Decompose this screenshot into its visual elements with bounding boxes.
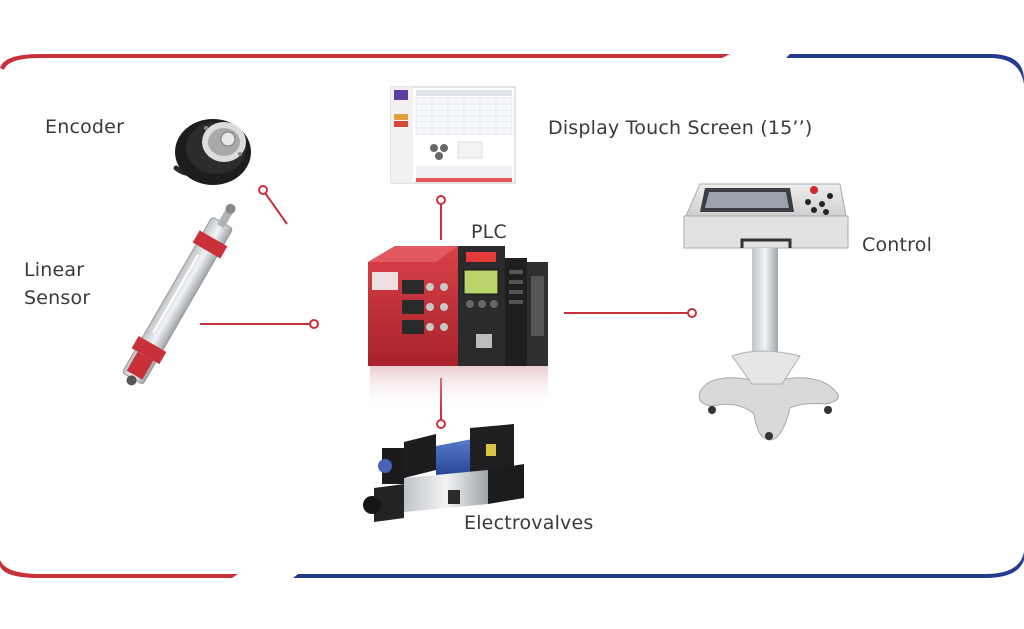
frame-border xyxy=(0,54,1024,578)
connector-encoder xyxy=(262,189,288,225)
connector-dot-control xyxy=(687,308,697,318)
connector-dot-linear-sensor xyxy=(309,319,319,329)
connector-dot-encoder xyxy=(258,185,268,195)
connector-dot-display xyxy=(436,195,446,205)
label-linear-sensor: Linear Sensor xyxy=(24,259,91,309)
label-plc: PLC xyxy=(471,221,507,243)
frame-top-red xyxy=(0,54,730,70)
plc-icon xyxy=(368,246,548,410)
linear-sensor-icon xyxy=(122,203,236,386)
frame-bottom-red xyxy=(0,560,238,578)
frame-top-blue xyxy=(786,54,1024,84)
display-icon xyxy=(390,86,516,184)
encoder-icon xyxy=(173,119,251,185)
connectors xyxy=(200,185,697,429)
label-electrovalves: Electrovalves xyxy=(464,512,594,534)
electrovalves-icon xyxy=(363,424,524,522)
frame-bottom-blue xyxy=(293,552,1024,578)
connector-dot-electrovalves xyxy=(436,419,446,429)
label-control: Control xyxy=(862,234,933,256)
label-encoder: Encoder xyxy=(45,116,125,138)
control-icon xyxy=(683,183,849,441)
label-display: Display Touch Screen (15’’) xyxy=(548,117,813,139)
